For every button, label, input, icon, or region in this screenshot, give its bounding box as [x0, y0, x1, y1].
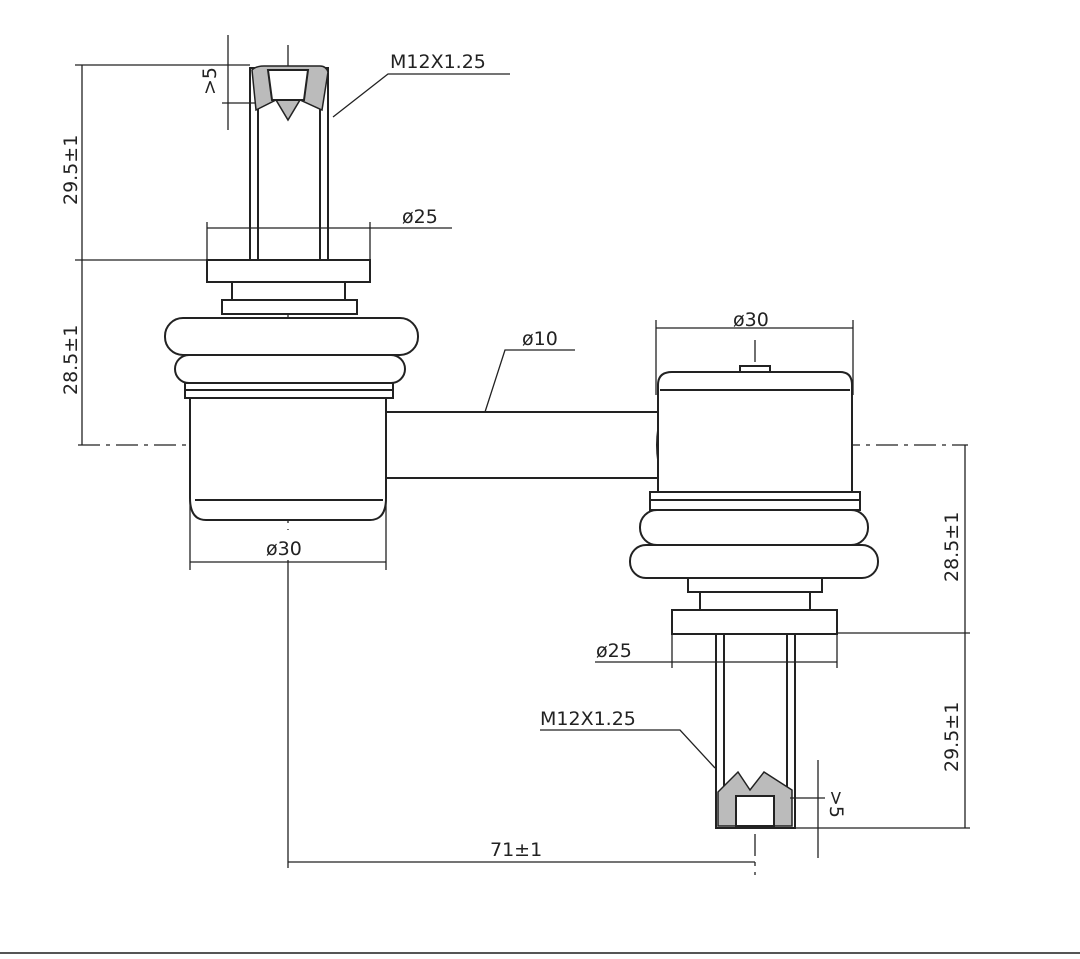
stud-height-right: 29.5±1 — [941, 702, 963, 772]
thread-depth-bottom: >5 — [825, 790, 847, 818]
washer-diameter-top: ø25 — [402, 206, 438, 228]
stud-height-left: 29.5±1 — [60, 135, 82, 205]
thread-label-bottom: M12X1.25 — [540, 708, 636, 730]
bottom-divider — [0, 952, 1080, 959]
thread-depth-top: >5 — [199, 67, 221, 95]
housing-diameter-right: ø30 — [733, 309, 769, 331]
center-distance: 71±1 — [490, 839, 542, 861]
housing-diameter-left: ø30 — [266, 538, 302, 560]
washer-diameter-bottom: ø25 — [596, 640, 632, 662]
rod-diameter: ø10 — [522, 328, 558, 350]
body-height-left: 28.5±1 — [60, 325, 82, 395]
rod — [378, 411, 664, 479]
left-ball-joint — [164, 65, 419, 521]
body-height-right: 28.5±1 — [941, 512, 963, 582]
right-ball-joint — [629, 365, 879, 829]
thread-label-top: M12X1.25 — [390, 51, 486, 73]
dimensions — [75, 35, 970, 868]
